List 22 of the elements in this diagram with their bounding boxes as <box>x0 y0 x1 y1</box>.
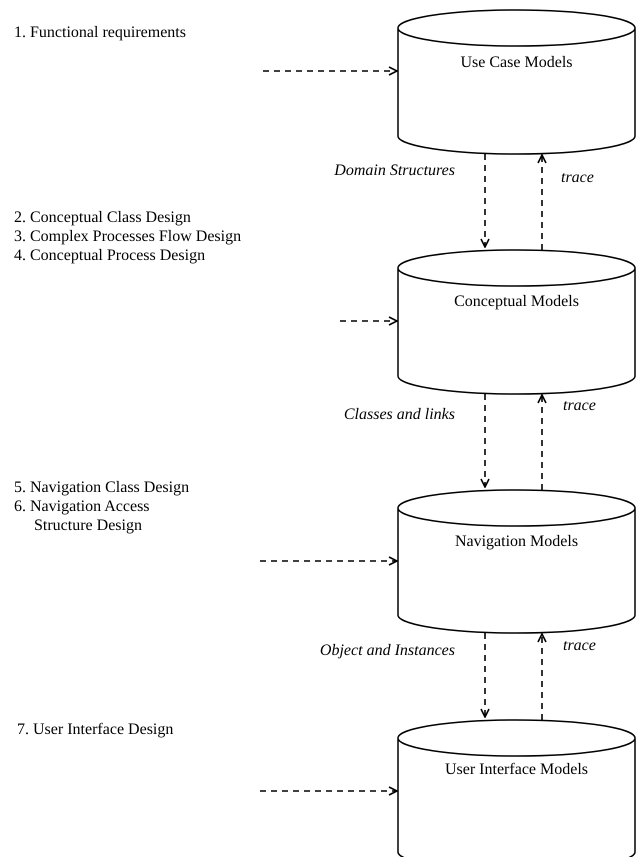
dashed-arrow <box>537 633 547 720</box>
dashed-arrow <box>480 633 490 718</box>
dashed-arrow <box>537 394 547 490</box>
dashed-arrow <box>340 316 398 326</box>
step-label: 1. Functional requirements <box>14 23 187 42</box>
node-title: User Interface Models <box>444 761 590 779</box>
dashed-arrow <box>263 66 398 76</box>
step-label: 6. Navigation Access Structure Design <box>14 497 151 535</box>
step-label: 4. Conceptual Process Design <box>14 246 206 265</box>
edge-label: Object and Instances <box>320 642 455 660</box>
step-label: 7. User Interface Design <box>17 720 174 739</box>
node-title: Conceptual Models <box>453 293 580 311</box>
dashed-arrow <box>480 394 490 488</box>
step-label: 2. Conceptual Class Design <box>14 208 192 227</box>
dashed-arrow <box>480 154 490 248</box>
dashed-arrow <box>537 154 547 250</box>
node-title: Use Case Models <box>460 54 574 72</box>
dashed-arrow <box>260 786 398 796</box>
step-label: 3. Complex Processes Flow Design <box>14 227 242 246</box>
dashed-arrow <box>260 556 398 566</box>
step-label: 5. Navigation Class Design <box>14 478 190 497</box>
node-title: Navigation Models <box>454 533 580 551</box>
